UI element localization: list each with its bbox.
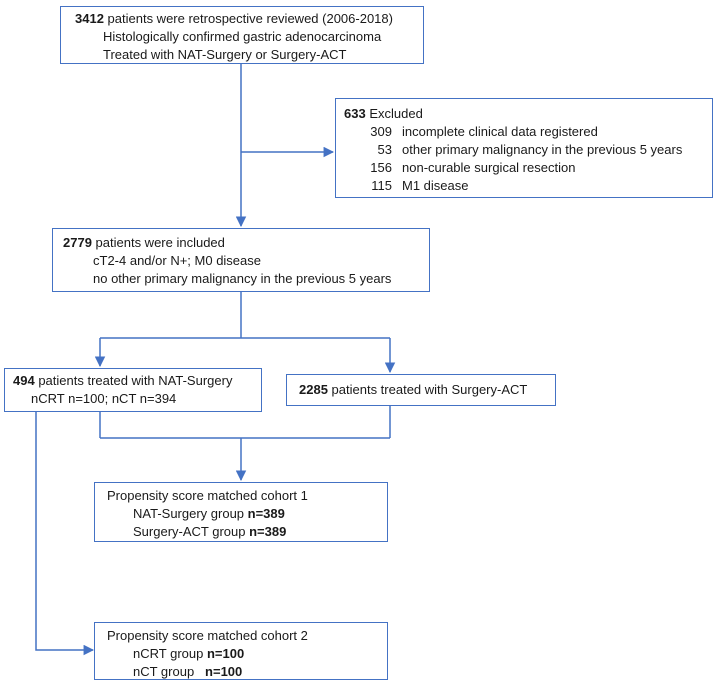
included-line-1: 2779 patients were included xyxy=(63,235,225,250)
act-count: 2285 xyxy=(299,382,328,397)
screening-line-3: Treated with NAT-Surgery or Surgery-ACT xyxy=(103,47,347,62)
screening-line-1: 3412 patients were retrospective reviewe… xyxy=(75,11,393,26)
screening-box: 3412 patients were retrospective reviewe… xyxy=(60,6,424,64)
included-line-3: no other primary malignancy in the previ… xyxy=(93,271,392,286)
nat-surgery-box: 494 patients treated with NAT-Surgery nC… xyxy=(4,368,262,412)
nat-line-2: nCRT n=100; nCT n=394 xyxy=(31,391,177,406)
act-line-1: 2285 patients treated with Surgery-ACT xyxy=(299,382,528,397)
arrow-to-cohort2 xyxy=(35,412,95,656)
nat-count: 494 xyxy=(13,373,35,388)
screening-line-2: Histologically confirmed gastric adenoca… xyxy=(103,29,382,44)
cohort2-title: Propensity score matched cohort 2 xyxy=(107,628,308,643)
screening-count: 3412 xyxy=(75,11,104,26)
included-line-2: cT2-4 and/or N+; M0 disease xyxy=(93,253,261,268)
cohort2-row: nCRT group n=100 xyxy=(133,646,245,661)
cohort1-title: Propensity score matched cohort 1 xyxy=(107,488,308,503)
cohort1-row: Surgery-ACT group n=389 xyxy=(133,524,287,539)
excluded-title: 633 Excluded xyxy=(344,106,423,121)
surgery-act-box: 2285 patients treated with Surgery-ACT xyxy=(286,374,556,406)
nat-line-1: 494 patients treated with NAT-Surgery xyxy=(13,373,233,388)
cohort2-box: Propensity score matched cohort 2 nCRT g… xyxy=(94,622,388,680)
included-box: 2779 patients were included cT2-4 and/or… xyxy=(52,228,430,292)
included-count: 2779 xyxy=(63,235,92,250)
cohort1-box: Propensity score matched cohort 1 NAT-Su… xyxy=(94,482,388,542)
excluded-count: 633 xyxy=(344,106,366,121)
cohort1-row: NAT-Surgery group n=389 xyxy=(133,506,285,521)
cohort2-row: nCT group n=100 xyxy=(133,664,243,679)
